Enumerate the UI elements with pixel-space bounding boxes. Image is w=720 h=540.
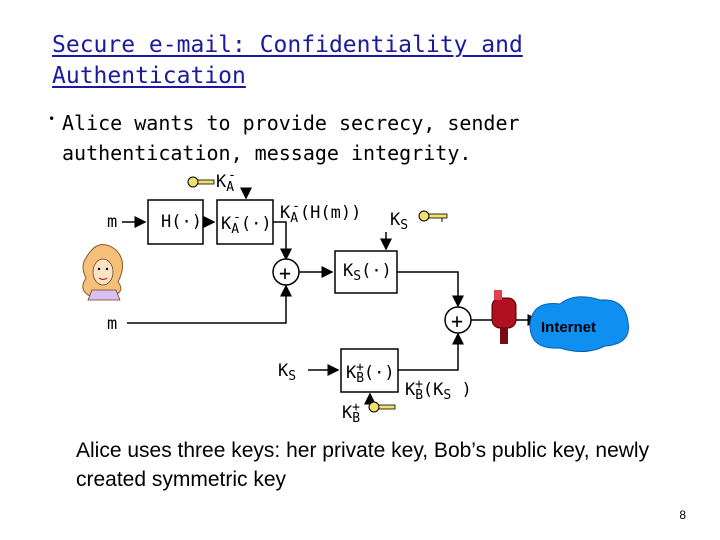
footer-summary: Alice uses three keys: her private key, … — [76, 436, 676, 494]
signed-hash-label: KA-(H(m)) — [280, 199, 361, 226]
private-key-label: KA- — [216, 168, 236, 195]
plus-right-label: + — [451, 309, 463, 333]
plus-top-label: + — [279, 261, 291, 285]
public-key-label: KB+ — [342, 400, 360, 426]
symmetric-key-top-icon — [419, 211, 447, 222]
mailbox-icon — [492, 290, 516, 344]
encrypted-key-label: KB+(KS ) — [405, 377, 472, 403]
symmetric-key-top-label: KS — [390, 210, 408, 233]
message-label-bottom: m — [107, 314, 117, 334]
hash-box-label: H(·) — [161, 212, 202, 232]
page-number: 8 — [679, 508, 686, 522]
public-key-icon — [369, 402, 395, 412]
sign-box-label: KA-(·) — [221, 210, 272, 237]
public-encrypt-label: KB+(·) — [346, 360, 395, 386]
alice-figure-icon — [83, 245, 123, 300]
internet-label: Internet — [541, 319, 596, 336]
message-label-top: m — [107, 212, 117, 232]
private-key-icon — [188, 177, 214, 187]
symmetric-key-bottom-label: KS — [278, 361, 296, 384]
symmetric-encrypt-label: KS(·) — [343, 261, 392, 284]
